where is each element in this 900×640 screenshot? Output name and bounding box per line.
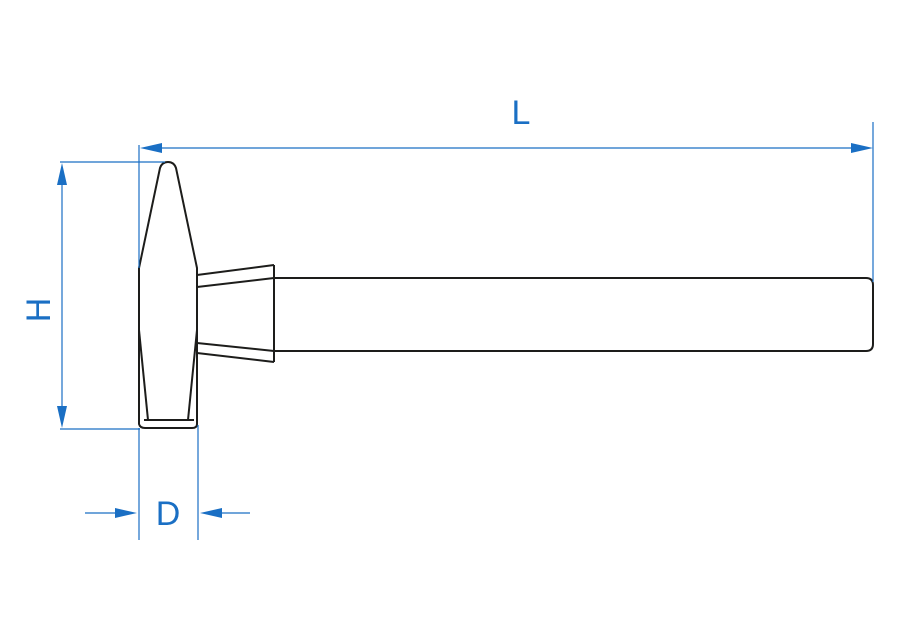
diameter-dimension: D <box>85 425 250 540</box>
height-label: H <box>20 298 58 323</box>
height-dimension: H <box>20 161 165 430</box>
hammer-ferrule <box>196 264 275 363</box>
length-dimension: L <box>138 94 874 282</box>
diameter-label: D <box>156 495 181 533</box>
length-label: L <box>512 94 531 132</box>
hammer-handle <box>274 277 874 352</box>
hammer-head <box>138 161 198 429</box>
